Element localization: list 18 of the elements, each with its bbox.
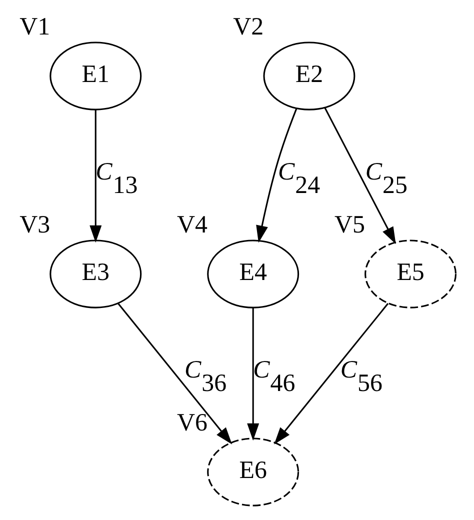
node-label: V4 — [176, 211, 208, 238]
arrow — [117, 303, 232, 444]
node-ellipse: E4 — [206, 240, 299, 308]
arrow — [256, 108, 297, 243]
node-ellipse: E3 — [49, 240, 142, 308]
node-label: V5 — [334, 211, 364, 238]
arrow — [89, 110, 102, 243]
arrow — [246, 308, 259, 441]
node-label: V6 — [176, 409, 208, 436]
arrow — [324, 107, 396, 244]
node-label: V1 — [19, 13, 50, 40]
node-ellipse: E2 — [262, 42, 355, 110]
node-ellipse: E5 — [364, 240, 456, 308]
node-label: V2 — [232, 13, 264, 40]
node-ellipse: E1 — [49, 42, 142, 110]
node-label: V3 — [19, 211, 50, 238]
node-ellipse: E6 — [206, 438, 299, 506]
arrow — [274, 303, 388, 444]
